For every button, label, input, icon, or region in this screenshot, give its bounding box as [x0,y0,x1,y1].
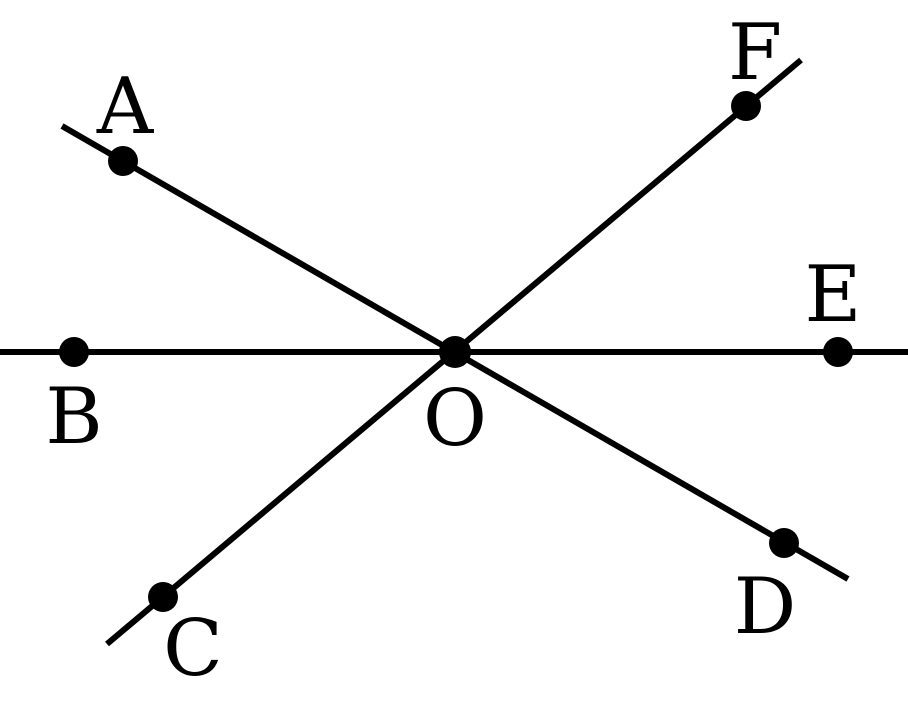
point-d-dot [769,528,799,558]
point-o-dot [439,336,471,368]
label-a: A [96,62,155,152]
point-c-dot [148,582,178,612]
point-e-dot [823,337,853,367]
label-f: F [728,8,782,98]
point-b-dot [59,337,89,367]
label-d: D [734,562,797,652]
point-f-dot [731,91,761,121]
point-a-dot [108,146,138,176]
label-b: B [45,372,102,462]
label-e: E [805,250,862,340]
label-c: C [163,604,223,694]
label-o: O [423,374,487,464]
